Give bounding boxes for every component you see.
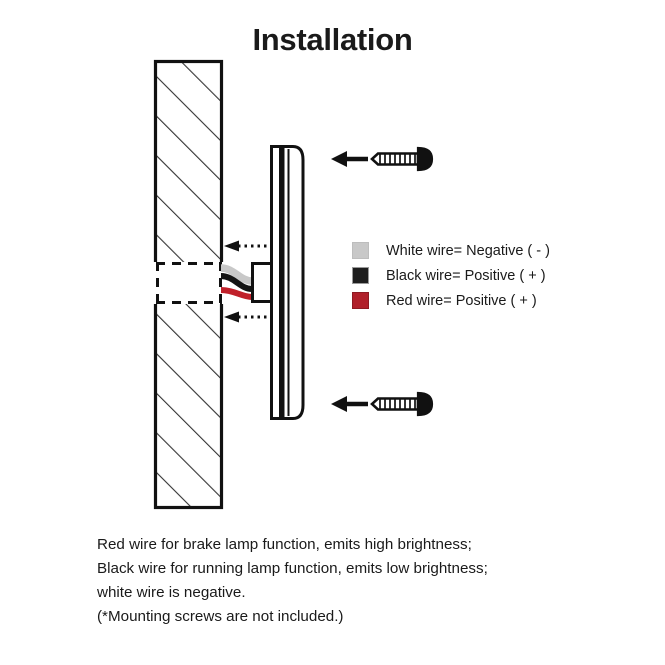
page-title: Installation [252,22,413,57]
cutout-pointer-top [224,240,272,252]
note-line-2: Black wire for running lamp function, em… [97,560,488,577]
legend-item-red-wire: Red wire= Positive ( + ) [352,288,592,313]
screw-bottom [370,391,434,417]
lamp-fixture-profile [270,145,305,420]
legend-label-red-wire: Red wire= Positive ( + ) [386,292,537,309]
wire-legend: White wire= Negative ( - ) Black wire= P… [352,238,592,313]
legend-label-white-wire: White wire= Negative ( - ) [386,242,550,259]
white-wire [220,264,253,285]
wire-bundle [220,264,253,300]
legend-item-black-wire: Black wire= Positive ( + ) [352,263,592,288]
legend-item-white-wire: White wire= Negative ( - ) [352,238,592,263]
fixture-backplate [270,145,282,420]
black-wire [220,273,253,292]
note-line-1: Red wire for brake lamp function, emits … [97,536,472,553]
red-wire [220,287,253,300]
note-line-4: (*Mounting screws are not included.) [97,608,344,625]
cutout-void [150,262,226,304]
installation-notes: Red wire for brake lamp function, emits … [97,533,617,629]
screw-arrow-bottom [331,396,368,412]
fixture-body [281,145,305,420]
screw-top [370,146,434,172]
black-wire-swatch [352,267,369,284]
legend-label-black-wire: Black wire= Positive ( + ) [386,267,546,284]
white-wire-swatch [352,242,369,259]
cutout-pointer-bottom [224,311,272,323]
screw-arrow-top [331,151,368,167]
note-line-3: white wire is negative. [97,584,246,601]
wall-cutout-dashed [156,262,222,304]
red-wire-swatch [352,292,369,309]
